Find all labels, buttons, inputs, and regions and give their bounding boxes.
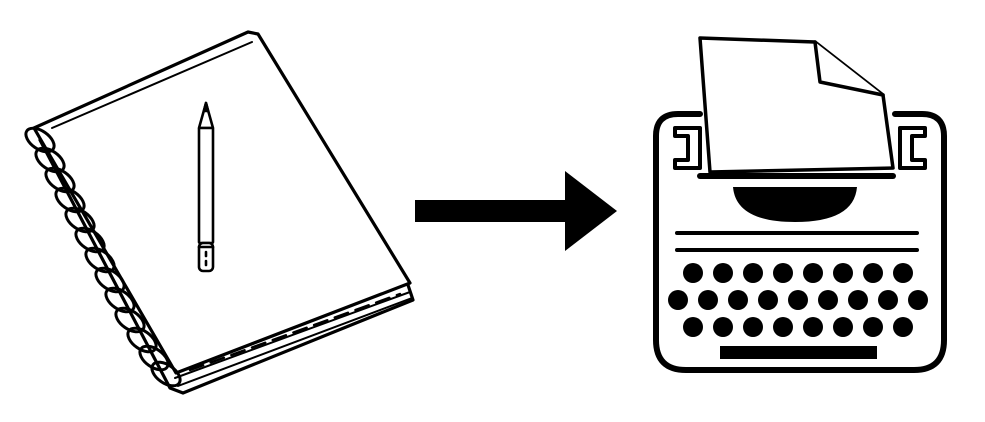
typewriter-body bbox=[653, 111, 947, 373]
typewriter-type-guide bbox=[733, 187, 857, 222]
notebook-pages-line bbox=[174, 291, 413, 387]
typewriter-paper-fold bbox=[813, 40, 885, 97]
typewriter-keys bbox=[668, 263, 928, 337]
notebook-spiral bbox=[24, 126, 182, 388]
typewriter-paper bbox=[698, 36, 895, 174]
right-arrow-icon bbox=[415, 171, 617, 251]
typewriter-space-bar bbox=[720, 346, 877, 359]
notebook-cover-inner-edge bbox=[51, 41, 253, 129]
pencil-icon bbox=[197, 101, 215, 273]
typewriter-carriage-knobs bbox=[673, 126, 927, 170]
notebook-pages-dashes bbox=[188, 292, 402, 372]
spiral-notebook-icon bbox=[24, 30, 415, 395]
typewriter-icon bbox=[653, 36, 947, 373]
notebook-cover bbox=[32, 30, 412, 375]
